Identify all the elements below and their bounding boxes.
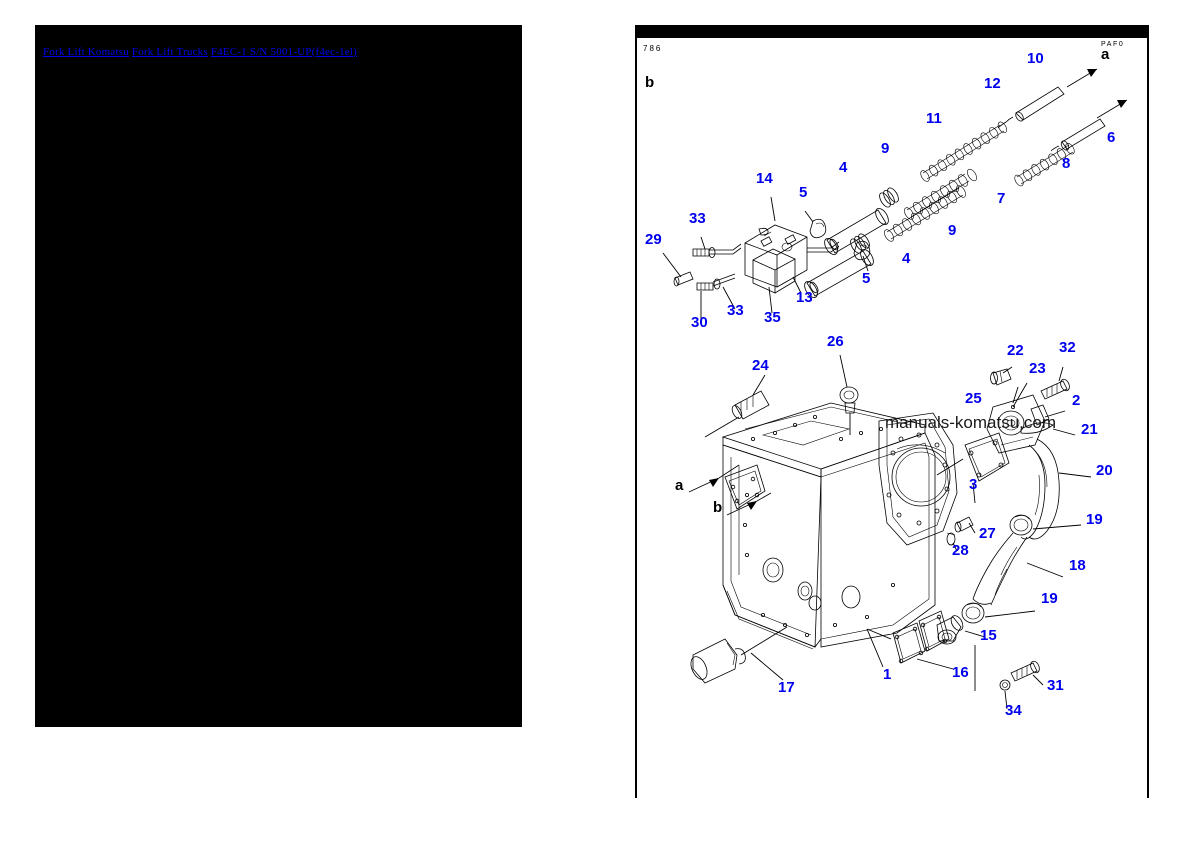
callout-8[interactable]: 8: [1062, 155, 1070, 172]
callout-6[interactable]: 6: [1107, 129, 1115, 146]
callout-23[interactable]: 23: [1029, 360, 1046, 377]
part-12-spring: [920, 121, 1007, 182]
callout-31[interactable]: 31: [1047, 677, 1064, 694]
callout-15[interactable]: 15: [980, 627, 997, 644]
parts-diagram-panel: 786 PAF0: [635, 25, 1149, 798]
section-label-b-top: b: [645, 74, 654, 91]
part-17-sensor: [690, 626, 788, 684]
callout-34[interactable]: 34: [1005, 702, 1022, 719]
part-8-spring: [1014, 143, 1075, 187]
callout-7[interactable]: 7: [997, 190, 1005, 207]
part-1-transmission-housing: [721, 402, 958, 668]
part-16-gasket: [866, 622, 954, 670]
part-15-elbow: [918, 610, 986, 691]
callout-5-lower[interactable]: 5: [862, 270, 870, 287]
shaft-spring-assembly: [804, 86, 1106, 298]
section-arrow-b-top: [1096, 99, 1128, 119]
callout-17[interactable]: 17: [778, 679, 795, 696]
callout-11[interactable]: 11: [926, 110, 942, 127]
callout-18[interactable]: 18: [1069, 557, 1086, 574]
exploded-parts-drawing: manuals-komatsu.com b a a b 10 12 11 9 4…: [645, 46, 1128, 719]
section-label-b-mid: b: [713, 499, 722, 516]
callout-14[interactable]: 14: [756, 170, 773, 187]
part-23-bolt: [1010, 382, 1028, 409]
callout-19-upper[interactable]: 19: [1086, 511, 1103, 528]
part-20-hose: [1020, 438, 1092, 540]
callout-2[interactable]: 2: [1072, 392, 1080, 409]
callout-29[interactable]: 29: [645, 231, 662, 248]
part-19-clamp-upper: [1009, 514, 1082, 536]
section-arrow-b-mid: [726, 492, 772, 516]
callout-12[interactable]: 12: [984, 75, 1001, 92]
part-19-clamp-lower: [961, 602, 1036, 624]
diagram-left-border: [635, 38, 637, 798]
callout-16[interactable]: 16: [952, 664, 969, 681]
callout-27[interactable]: 27: [979, 525, 996, 542]
callout-22[interactable]: 22: [1007, 342, 1024, 359]
part-6-rod: [1050, 118, 1106, 152]
part-4-tube-lower: [804, 249, 874, 298]
part-5-seat-lower: [853, 240, 871, 261]
part-33-bolt-upper: [692, 247, 716, 258]
part-10-rod: [997, 86, 1065, 129]
part-24-plug: [704, 374, 770, 438]
callout-1[interactable]: 1: [883, 666, 891, 683]
part-26-eye-bolt: [839, 354, 859, 435]
callout-33-lower[interactable]: 33: [727, 302, 744, 319]
part-28-bolt: [946, 532, 958, 552]
section-arrow-a-top: [1066, 68, 1098, 88]
callout-4-lower[interactable]: 4: [902, 250, 911, 267]
callout-13[interactable]: 13: [796, 289, 813, 306]
callout-24[interactable]: 24: [752, 357, 769, 374]
content-panel: Fork Lift Komatsu Fork Lift Trucks F4EC-…: [35, 25, 522, 727]
callout-19-lower[interactable]: 19: [1041, 590, 1058, 607]
callout-3[interactable]: 3: [969, 476, 977, 493]
part-14-pin: [758, 227, 769, 236]
part-29-plug: [673, 271, 694, 287]
breadcrumb-link-1[interactable]: Fork Lift Trucks: [131, 46, 208, 58]
part-9-washer-upper: [879, 187, 899, 208]
callout-30[interactable]: 30: [691, 314, 708, 331]
callout-20[interactable]: 20: [1096, 462, 1113, 479]
callout-10[interactable]: 10: [1027, 50, 1044, 67]
part-21-clamp: [1020, 422, 1076, 436]
section-label-a-mid: a: [675, 477, 684, 494]
diagram-right-border: [1147, 38, 1149, 798]
part-18-hose: [972, 532, 1064, 606]
part-4-tube-upper: [824, 208, 889, 255]
callout-25[interactable]: 25: [965, 390, 982, 407]
section-arrow-a-mid: [688, 464, 740, 493]
callout-35[interactable]: 35: [764, 309, 781, 326]
part-27-bolt: [954, 516, 976, 534]
part-2-pump-assembly: [986, 386, 1066, 454]
part-31-bolt: [1010, 660, 1044, 686]
callout-33-upper[interactable]: 33: [689, 210, 706, 227]
breadcrumb-link-0[interactable]: Fork Lift Komatsu: [43, 46, 129, 58]
part-7-spring: [884, 185, 966, 242]
callout-9-lower[interactable]: 9: [948, 222, 956, 239]
callout-26[interactable]: 26: [827, 333, 844, 350]
control-valve-block: [662, 196, 869, 321]
callout-5-upper[interactable]: 5: [799, 184, 807, 201]
part-34-washer: [999, 679, 1011, 710]
part-5-seat-upper: [809, 218, 827, 239]
diagram-top-bar: [635, 25, 1149, 38]
callout-21[interactable]: 21: [1081, 421, 1098, 438]
form-code: PAF0: [1101, 41, 1125, 48]
callout-28[interactable]: 28: [952, 542, 969, 559]
breadcrumb-link-2[interactable]: F4EC-1 S/N 5001-UP(f4ec-1el): [210, 46, 357, 58]
breadcrumb: Fork Lift Komatsu Fork Lift Trucks F4EC-…: [43, 46, 357, 58]
part-22-fitting: [990, 366, 1013, 386]
callout-9-upper[interactable]: 9: [881, 140, 889, 157]
page-number: 786: [643, 44, 663, 53]
callout-32[interactable]: 32: [1059, 339, 1076, 356]
callout-4-upper[interactable]: 4: [839, 159, 848, 176]
section-label-a-top: a: [1101, 46, 1110, 63]
part-32-bolt: [1040, 366, 1070, 400]
part-11-spring: [904, 168, 977, 220]
watermark: manuals-komatsu.com: [885, 413, 1056, 432]
part-33-bolt-lower: [696, 278, 721, 291]
